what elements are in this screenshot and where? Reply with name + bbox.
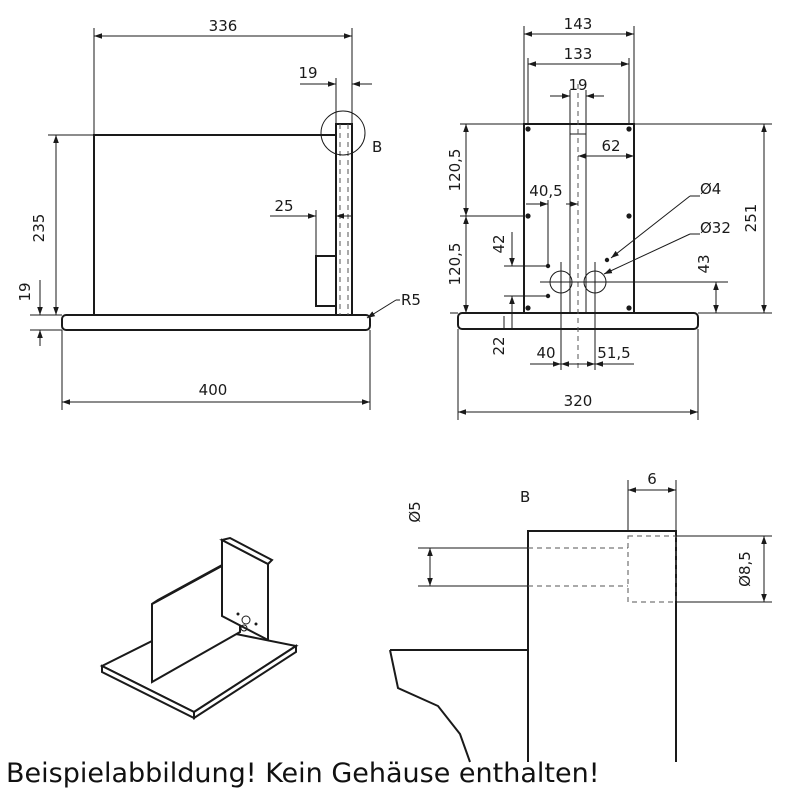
dim-front-height-lower: 120,5 <box>446 243 464 286</box>
side-view: 336 19 B 25 235 19 R5 400 <box>16 17 421 410</box>
side-slot-block <box>315 255 337 307</box>
detail-b-circle <box>320 110 366 156</box>
dim-side-slot-width: 25 <box>274 197 293 215</box>
front-mount-hole <box>525 305 531 311</box>
front-mount-hole <box>626 213 632 219</box>
dim-front-hole-right: 51,5 <box>597 344 630 362</box>
front-mount-hole <box>626 305 632 311</box>
dim-detail-depth: 6 <box>647 470 657 488</box>
front-mount-hole <box>525 213 531 219</box>
dim-side-base-thickness: 19 <box>16 282 34 301</box>
dim-front-width-outer: 143 <box>564 15 593 33</box>
detail-b-label: B <box>520 488 530 506</box>
dim-front-width-inner: 133 <box>564 45 593 63</box>
iso-hole <box>241 615 251 625</box>
dim-front-hole-left: 40 <box>536 344 555 362</box>
dim-side-width-top: 336 <box>209 17 238 35</box>
dim-front-slot: 19 <box>568 76 587 94</box>
dim-front-hole-spacing: 42 <box>490 234 508 253</box>
side-back-panel <box>93 134 337 316</box>
front-mount-hole <box>525 126 531 132</box>
front-view: 143 133 19 62 40,5 120,5 120,5 251 <box>446 15 772 420</box>
detail-b-view: B 6 Ø5 Ø8,5 <box>389 470 772 763</box>
disclaimer-caption: Beispielabbildung! Kein Gehäuse enthalte… <box>6 758 600 789</box>
side-base-plate <box>61 314 371 331</box>
iso-hole <box>240 624 248 632</box>
front-small-hole <box>604 257 610 263</box>
side-detail-label: B <box>372 138 382 156</box>
dim-side-radius: R5 <box>401 291 421 309</box>
dim-front-hole-large: Ø32 <box>700 219 731 237</box>
isometric-view <box>99 536 299 720</box>
dim-front-bottom-offset: 22 <box>490 336 508 355</box>
dim-detail-hole-inner: Ø5 <box>406 501 424 522</box>
front-mount-hole <box>626 126 632 132</box>
dim-side-width-base: 400 <box>199 381 228 399</box>
dim-front-offset-right: 62 <box>601 137 620 155</box>
dim-side-panel-thickness: 19 <box>298 64 317 82</box>
dim-detail-hole-outer: Ø8,5 <box>736 551 754 587</box>
dim-front-hole-small: Ø4 <box>700 180 721 198</box>
dim-front-base-width: 320 <box>564 392 593 410</box>
dim-front-hole-height: 43 <box>695 254 713 273</box>
dim-side-height: 235 <box>30 214 48 243</box>
dim-front-offset-hole: 40,5 <box>529 182 562 200</box>
dim-front-height-total: 251 <box>742 204 760 233</box>
dim-front-height-upper: 120,5 <box>446 149 464 192</box>
side-bracket-plate <box>335 123 353 316</box>
